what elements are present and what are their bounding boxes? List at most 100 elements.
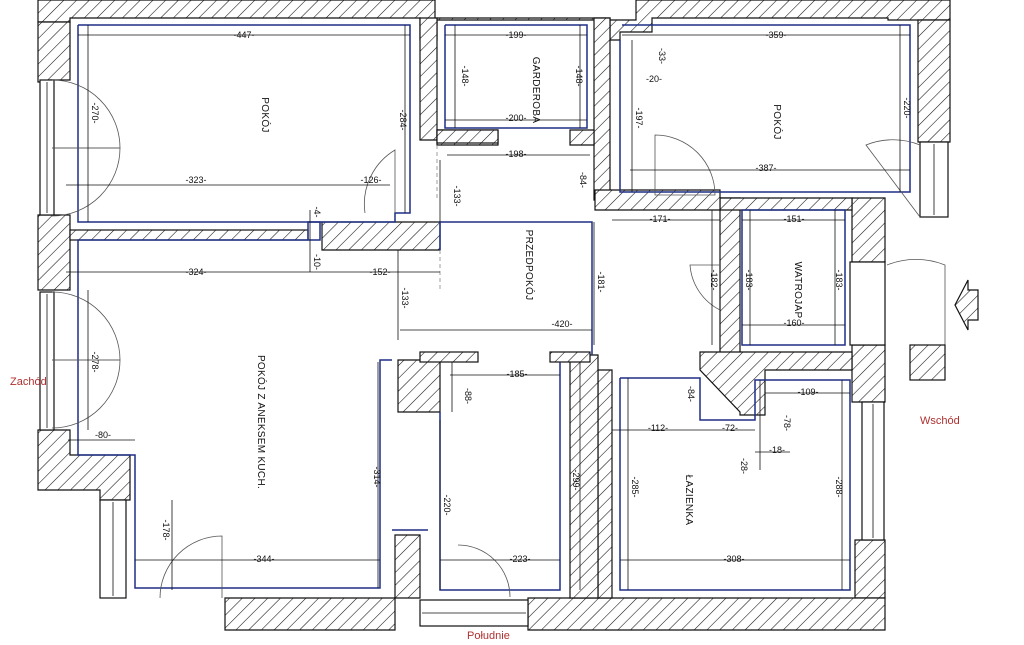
outline-przedpokoj — [439, 221, 593, 355]
dim-200: -200- — [505, 113, 526, 123]
dim-133-top: -133- — [452, 185, 462, 206]
thin-wall-rooms — [69, 229, 309, 241]
outline-wc — [741, 209, 846, 346]
wall-garderoba-right — [593, 17, 611, 201]
outline-pokoj-2 — [619, 24, 911, 193]
door-pokoj-2 — [654, 134, 716, 196]
interior-walls — [321, 17, 853, 599]
dim-78: -78- — [782, 415, 792, 431]
dim-183-right: -183- — [834, 269, 844, 290]
outline-aneks — [77, 221, 392, 589]
wall-room-divider — [594, 189, 721, 211]
dim-171: -171- — [649, 214, 670, 224]
direction-east: Wschód — [920, 415, 960, 427]
wall-left-lower — [37, 429, 131, 501]
door-wc — [689, 264, 721, 311]
wall-stub-bottom — [394, 534, 421, 599]
room-label-lazienka: ŁAZIENKA — [683, 475, 694, 526]
wall-bath-left — [597, 369, 613, 599]
wall-bottom-right — [527, 597, 886, 631]
dim-314: -314- — [372, 466, 382, 487]
dim-148-right: -148- — [574, 65, 584, 86]
wall-garderoba-bottom-right — [569, 129, 595, 146]
dim-72: -72- — [722, 423, 738, 433]
dim-420: -420- — [551, 319, 572, 329]
outline-pokoj-1 — [77, 24, 411, 223]
dim-220-bottom: -220- — [442, 494, 452, 515]
thin-wall-garderoba — [436, 129, 499, 144]
doors — [51, 79, 946, 599]
dim-199: -199- — [505, 30, 526, 40]
dim-18: -18- — [769, 445, 785, 455]
door-pokoj-1 — [364, 149, 396, 214]
wall-left-mid — [37, 214, 71, 291]
dim-152: -152- — [369, 267, 390, 277]
direction-south: Południe — [467, 630, 510, 642]
dim-285: -285- — [630, 476, 640, 497]
door-entrance — [886, 259, 946, 345]
dim-288: -288- — [834, 476, 844, 497]
dim-20: -20- — [646, 74, 662, 84]
dim-10: -10- — [312, 254, 322, 270]
window-east-entrance — [849, 261, 886, 346]
dim-33: -33- — [657, 48, 667, 64]
wall-right-mid — [851, 197, 886, 263]
dim-323: -323- — [185, 175, 206, 185]
outline-lazienka — [619, 377, 851, 591]
dim-182: -182- — [709, 269, 719, 290]
dim-284: -284- — [398, 109, 408, 130]
dim-359: -359- — [765, 30, 786, 40]
dim-178: -178- — [161, 519, 171, 540]
wall-right-upper — [917, 19, 951, 143]
entrance-arrow-icon — [954, 279, 979, 331]
dim-133-mid: -133- — [400, 287, 410, 308]
wall-wc-left — [719, 197, 741, 356]
room-label-aneks: POKÓJ Z ANEKSEM KUCH. — [255, 355, 268, 489]
dim-88: -88- — [463, 388, 473, 404]
dim-387: -387- — [755, 163, 776, 173]
dim-223: -223- — [509, 554, 530, 564]
door-west-lower-2 — [51, 359, 121, 429]
wall-kitchen-upper — [321, 221, 441, 251]
dim-84-top: -84- — [578, 172, 588, 188]
direction-west: Zachód — [10, 376, 47, 388]
door-south-center — [457, 544, 511, 598]
wall-wc-top — [719, 197, 853, 211]
thin-wall-kitchen — [419, 351, 479, 363]
wall-left-upper — [37, 21, 71, 83]
dim-324: -324- — [185, 267, 206, 277]
dim-308: -308- — [723, 554, 744, 564]
wall-garderoba-left — [419, 17, 438, 141]
dim-198: -198- — [505, 149, 526, 159]
wall-right-lower — [851, 344, 886, 403]
door-south-left — [159, 535, 223, 599]
dim-299: -299- — [571, 469, 581, 490]
dim-220-top: -220- — [902, 97, 912, 118]
wall-bath-top — [699, 351, 853, 416]
dim-270: -270- — [90, 102, 100, 123]
room-label-przedpokoj: PRZEDPOKÓJ — [523, 230, 536, 301]
dim-112: -112- — [648, 423, 668, 433]
entrance-arrow — [909, 279, 979, 381]
dim-185: -185- — [506, 369, 527, 379]
windows — [39, 79, 949, 627]
wall-bottom-left — [224, 597, 396, 631]
room-label-pokoj-1: POKÓJ — [259, 97, 272, 132]
room-label-pokoj-2: POKÓJ — [771, 104, 784, 139]
door-west-lower-1 — [51, 291, 121, 361]
wall-kitchen-column — [397, 359, 441, 413]
dim-126: -126- — [360, 175, 381, 185]
outline-hall-lower — [439, 362, 561, 591]
dim-84-mid: -84- — [686, 386, 696, 402]
dim-148-left: -148- — [460, 65, 470, 86]
dimension-lines — [66, 25, 910, 590]
dim-183-left: -183- — [744, 269, 754, 290]
direction-labels: Zachód Wschód Południe — [10, 376, 960, 642]
wall-right-bottom — [854, 539, 886, 599]
wall-top — [37, 0, 951, 41]
dim-160: -160- — [783, 318, 804, 328]
stairs-icon — [909, 344, 946, 381]
dim-109: -109- — [797, 387, 818, 397]
dimension-labels: -447- -199- -359- -270- -148- -148- -200… — [90, 30, 912, 564]
